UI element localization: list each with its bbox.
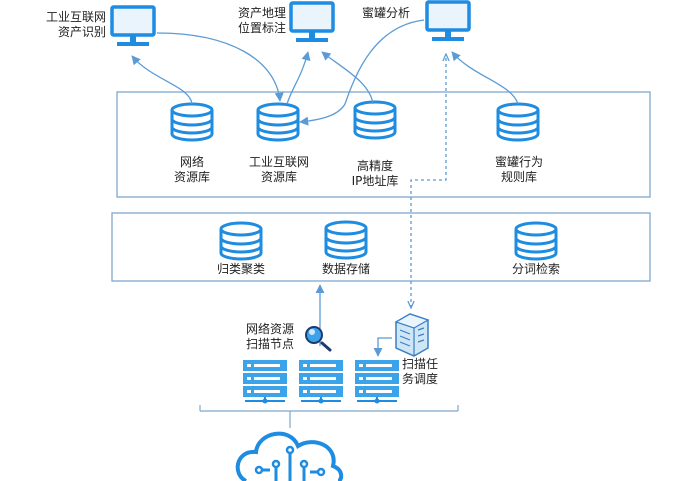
database-icon <box>496 102 540 142</box>
monitor-icon <box>110 5 156 48</box>
database-label: 归类聚类 <box>216 262 265 276</box>
monitor-label: 蜜罐分析 <box>362 6 411 20</box>
arrow-db3-to-monitor2 <box>321 51 374 105</box>
database-label: 网络 资源库 <box>173 155 210 184</box>
database-label: 高精度 IP地址库 <box>351 159 399 188</box>
arrow-db4-to-monitor3 <box>451 51 519 105</box>
database-icon <box>324 220 368 260</box>
middle-processing-layer-box <box>111 212 651 282</box>
database-icon <box>353 100 397 140</box>
database-label: 蜜罐行为 规则库 <box>494 155 543 184</box>
top-database-layer-box <box>116 91 651 198</box>
scan-node-label: 网络资源 扫描节点 <box>245 322 294 351</box>
database-icon <box>219 221 263 261</box>
database-icon <box>170 102 214 142</box>
scheduler-label: 扫描任 务调度 <box>402 357 439 386</box>
network-bus <box>199 405 459 428</box>
arrow-db2-to-monitor2 <box>286 51 311 105</box>
database-icon <box>514 221 558 261</box>
arrow-db1-to-monitor1 <box>131 55 193 105</box>
arrow-monitor3-to-db2 <box>299 19 425 126</box>
monitor-label: 资产地理 位置标注 <box>237 6 286 35</box>
database-icon <box>256 102 300 142</box>
magnifier-icon <box>305 326 332 352</box>
database-label: 数据存储 <box>321 262 370 276</box>
scheduler-server-icon <box>394 313 430 357</box>
arrow-scheduler-to-server <box>373 337 392 357</box>
cloud-network-icon <box>235 431 344 481</box>
server-icon <box>354 359 400 405</box>
server-icon <box>298 359 344 405</box>
monitor-icon <box>289 1 335 44</box>
arrow-monitor1-to-db2 <box>156 32 284 102</box>
database-label: 分词检索 <box>511 262 560 276</box>
dashed-link-scheduler-to-honeypot <box>411 54 446 308</box>
server-icon <box>242 359 288 405</box>
monitor-icon <box>425 0 471 43</box>
database-label: 工业互联网 资源库 <box>248 155 309 184</box>
monitor-label: 工业互联网 资产识别 <box>45 10 106 39</box>
